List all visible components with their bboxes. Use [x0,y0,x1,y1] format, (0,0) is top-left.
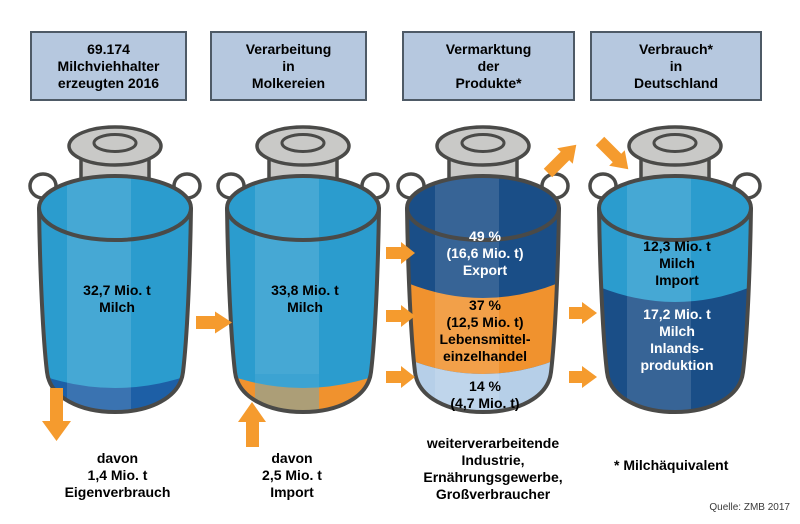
arrow-right-icon [386,366,415,388]
can-segment-retail [407,282,559,374]
arrow-right-icon [569,302,597,324]
milk-can-dairy [216,125,390,415]
arrow-down-right-icon [595,136,629,170]
can-lid-opening [280,133,326,153]
arrow-right-icon [386,242,415,264]
arrow-right-icon [386,305,415,327]
can-farm-label: 32,7 Mio. t Milch [83,282,151,315]
can-marketing-export-label: 49 % (16,6 Mio. t) Export [446,228,524,278]
can-segment-domestic [599,286,751,412]
milk-can-consumption [588,125,762,415]
can-segment-processing [407,358,559,412]
milk-can-farm [28,125,202,415]
can-consumption-domestic-label: 17,2 Mio. t Milch Inlands- produktion [640,306,714,373]
stage-box-consumption: Verbrauch* in Deutschland [590,31,762,101]
can-lid-opening [652,133,698,153]
note-processing-industry: weiterverarbeitende Industrie, Ernährung… [423,435,563,502]
note-import: davon 2,5 Mio. t Import [262,450,322,500]
can-consumption-import-label: 12,3 Mio. t Milch Import [643,238,711,288]
source-text: Quelle: ZMB 2017 [709,502,790,513]
stage-box-producers: 69.174 Milchviehhalter erzeugten 2016 [30,31,187,101]
can-segment-eigenverbrauch [39,374,191,412]
can-marketing-processing-label: 14 % (4,7 Mio. t) [450,378,520,411]
can-segment-import [227,374,379,412]
can-lid-opening [92,133,138,153]
can-dairy-label: 33,8 Mio. t Milch [271,282,339,315]
can-marketing-retail-label: 37 % (12,5 Mio. t) Lebensmittel- einzelh… [439,297,531,364]
stage-box-marketing: Vermarktung der Produkte* [402,31,575,101]
stage-box-processing: Verarbeitung in Molkereien [210,31,367,101]
arrow-right-icon [196,311,232,334]
milk-can-marketing [396,125,570,415]
note-milk-equivalent: * Milchäquivalent [614,457,729,473]
arrow-right-icon [569,366,597,388]
note-eigenverbrauch: davon 1,4 Mio. t Eigenverbrauch [64,450,171,500]
arrow-up-right-icon [543,144,577,178]
can-lid-opening [460,133,506,153]
arrow-up-icon [238,402,266,447]
arrow-down-icon [42,388,71,441]
